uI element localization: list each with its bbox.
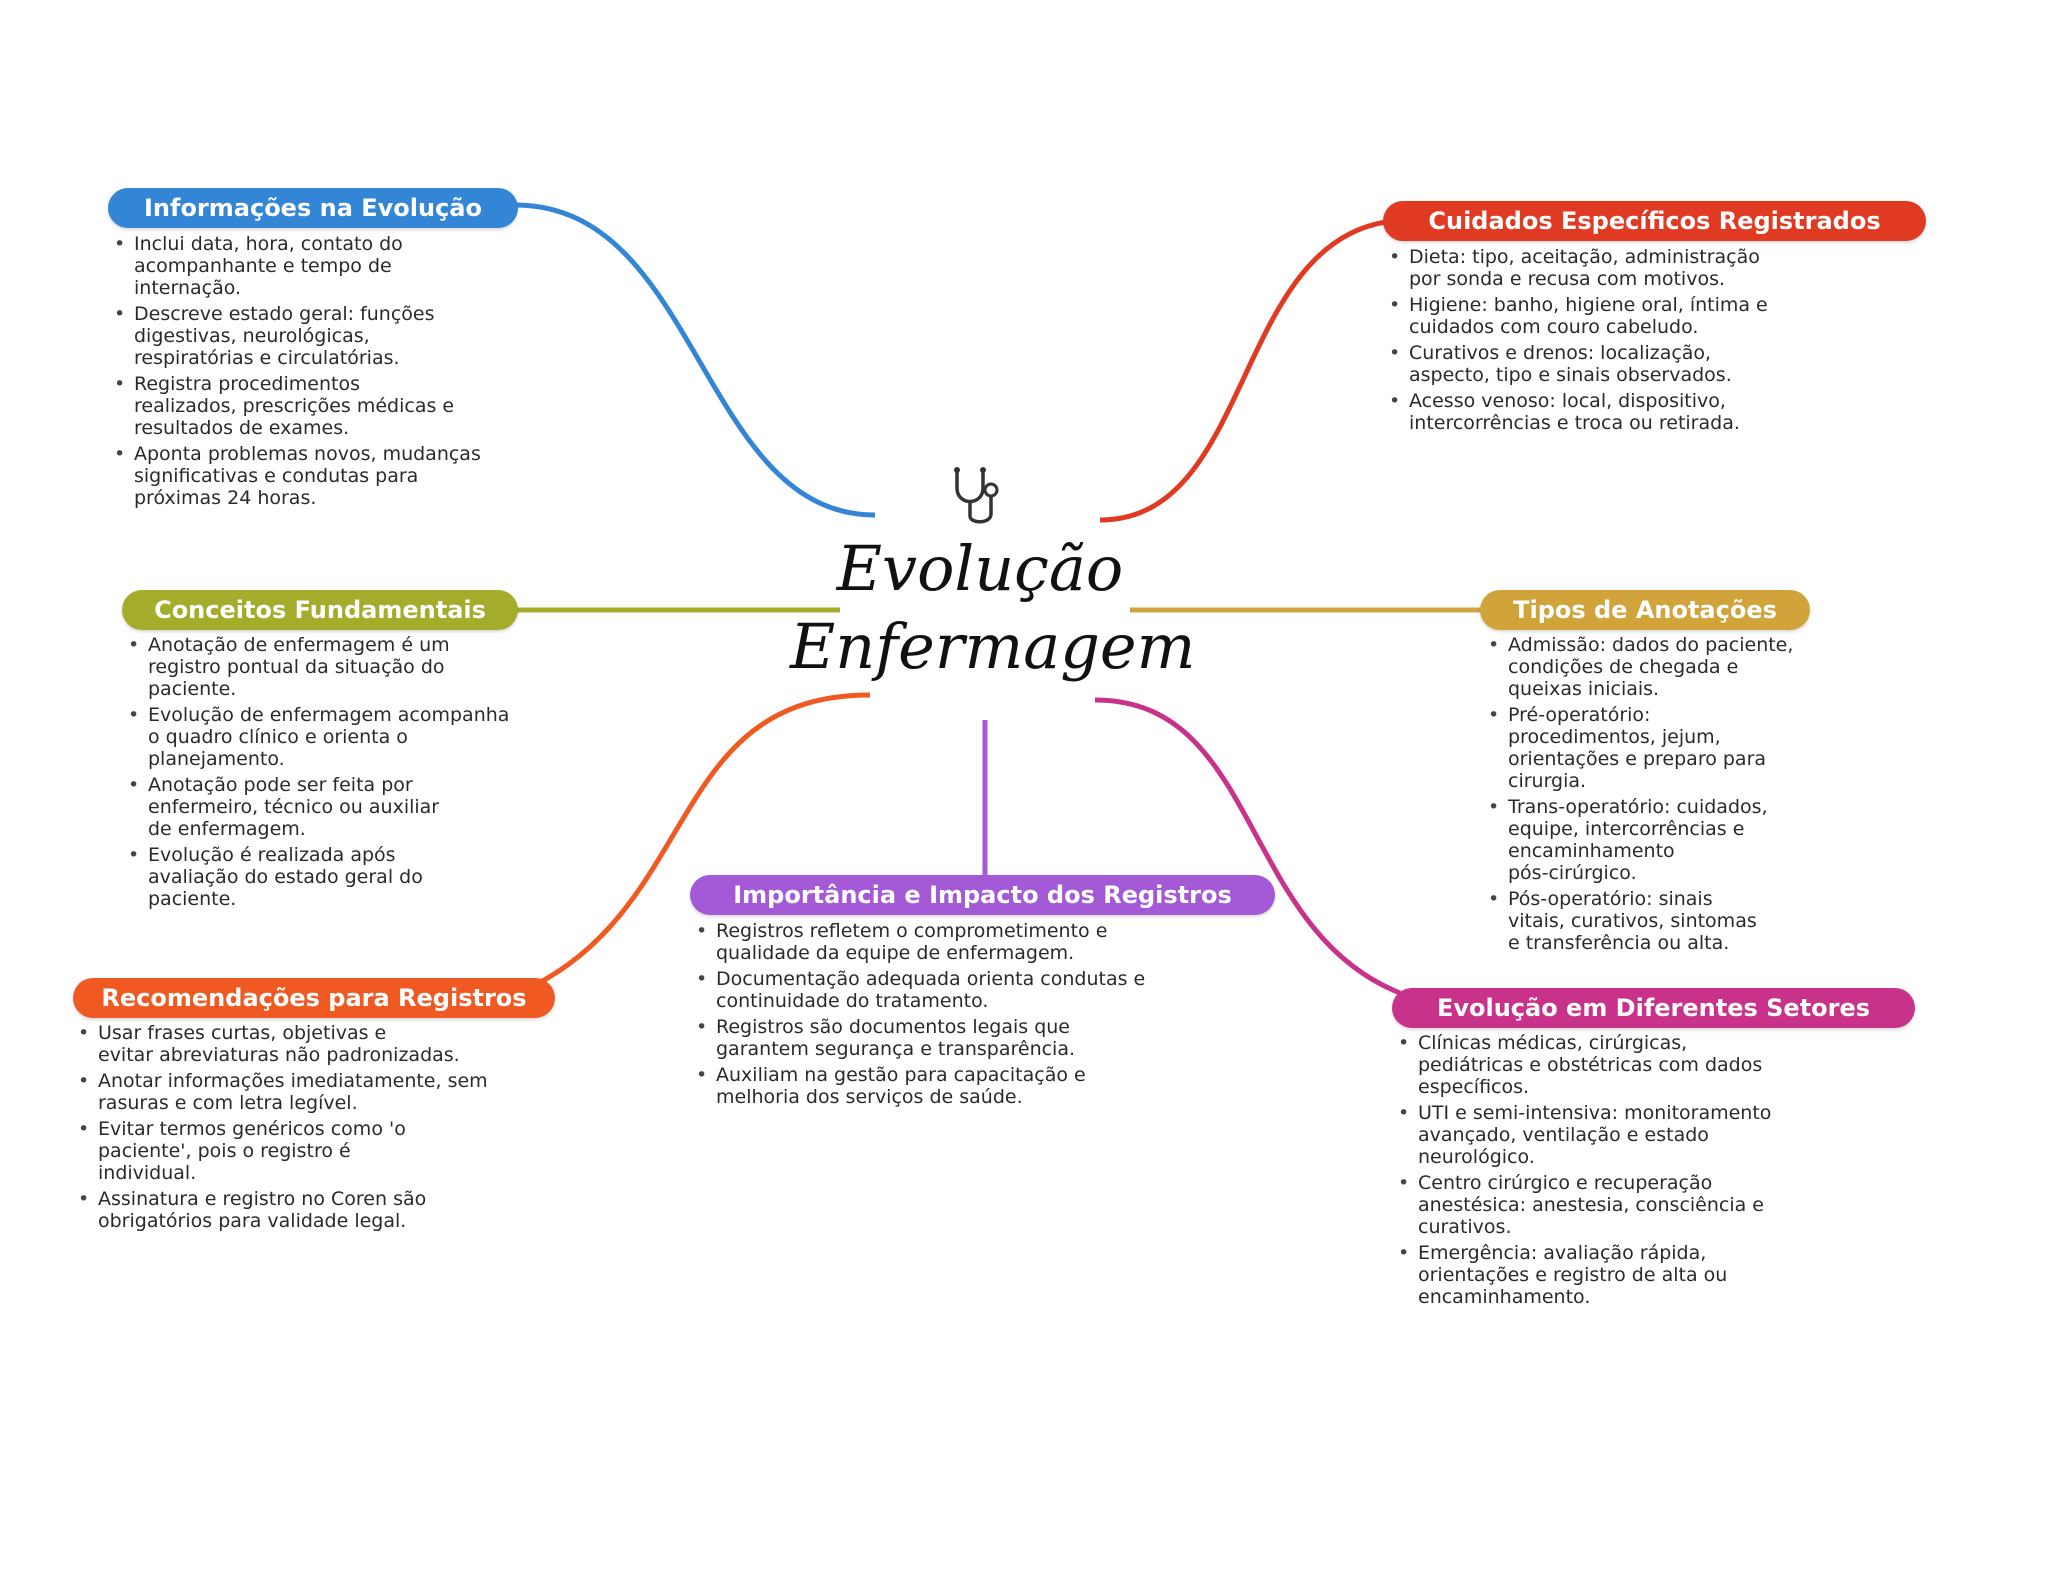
list-item: Centro cirúrgico e recuperação anestésic…: [1394, 1172, 1824, 1238]
list-item: Pós-operatório: sinais vitais, curativos…: [1484, 888, 1824, 954]
branch-title-tipos[interactable]: Tipos de Anotações: [1480, 590, 1810, 630]
stethoscope-icon: [954, 467, 999, 524]
branch-title-cuidados[interactable]: Cuidados Específicos Registrados: [1383, 201, 1926, 241]
list-item: UTI e semi-intensiva: monitoramento avan…: [1394, 1102, 1824, 1168]
list-item: Anotação pode ser feita por enfermeiro, …: [124, 774, 554, 840]
branch-list-importancia: Registros refletem o comprometimento e q…: [692, 920, 1172, 1112]
branch-list-conceitos: Anotação de enfermagem é um registro pon…: [124, 634, 554, 914]
list-item: Evitar termos genéricos como 'o paciente…: [74, 1118, 544, 1184]
branch-list-tipos: Admissão: dados do paciente, condições d…: [1484, 634, 1824, 958]
list-item: Registros são documentos legais que gara…: [692, 1016, 1172, 1060]
list-item: Evolução de enfermagem acompanha o quadr…: [124, 704, 554, 770]
list-item: Pré-operatório: procedimentos, jejum, or…: [1484, 704, 1824, 792]
list-item: Aponta problemas novos, mudanças signifi…: [110, 443, 530, 509]
list-item: Curativos e drenos: localização, aspecto…: [1385, 342, 1835, 386]
branch-title-recomendacoes[interactable]: Recomendações para Registros: [73, 978, 555, 1018]
connector-cuidados: [1099, 217, 1411, 523]
list-item: Anotar informações imediatamente, sem ra…: [74, 1070, 544, 1114]
connector-recomendacoes: [533, 692, 871, 988]
branch-title-importancia[interactable]: Importância e Impacto dos Registros: [690, 875, 1275, 915]
list-item: Anotação de enfermagem é um registro pon…: [124, 634, 554, 700]
connector-info: [514, 202, 876, 518]
list-item: Higiene: banho, higiene oral, íntima e c…: [1385, 294, 1835, 338]
branch-list-setores: Clínicas médicas, cirúrgicas, pediátrica…: [1394, 1032, 1824, 1312]
list-item: Documentação adequada orienta condutas e…: [692, 968, 1172, 1012]
branch-list-recomendacoes: Usar frases curtas, objetivas e evitar a…: [74, 1022, 544, 1236]
list-item: Registros refletem o comprometimento e q…: [692, 920, 1172, 964]
branch-list-info: Inclui data, hora, contato do acompanhan…: [110, 233, 530, 513]
connector-setores: [1094, 697, 1401, 996]
branch-list-cuidados: Dieta: tipo, aceitação, administração po…: [1385, 246, 1835, 438]
list-item: Auxiliam na gestão para capacitação e me…: [692, 1064, 1172, 1108]
list-item: Trans-operatório: cuidados, equipe, inte…: [1484, 796, 1824, 884]
list-item: Acesso venoso: local, dispositivo, inter…: [1385, 390, 1835, 434]
list-item: Descreve estado geral: funções digestiva…: [110, 303, 530, 369]
list-item: Emergência: avaliação rápida, orientaçõe…: [1394, 1242, 1824, 1308]
branch-title-info[interactable]: Informações na Evolução: [108, 188, 518, 228]
list-item: Dieta: tipo, aceitação, administração po…: [1385, 246, 1835, 290]
central-topic-title: Evolução Enfermagem: [790, 532, 1196, 683]
list-item: Usar frases curtas, objetivas e evitar a…: [74, 1022, 544, 1066]
list-item: Clínicas médicas, cirúrgicas, pediátrica…: [1394, 1032, 1824, 1098]
list-item: Admissão: dados do paciente, condições d…: [1484, 634, 1824, 700]
list-item: Inclui data, hora, contato do acompanhan…: [110, 233, 530, 299]
branch-title-setores[interactable]: Evolução em Diferentes Setores: [1392, 988, 1915, 1028]
list-item: Registra procedimentos realizados, presc…: [110, 373, 530, 439]
list-item: Assinatura e registro no Coren são obrig…: [74, 1188, 544, 1232]
list-item: Evolução é realizada após avaliação do e…: [124, 844, 554, 910]
branch-title-conceitos[interactable]: Conceitos Fundamentais: [122, 590, 518, 630]
